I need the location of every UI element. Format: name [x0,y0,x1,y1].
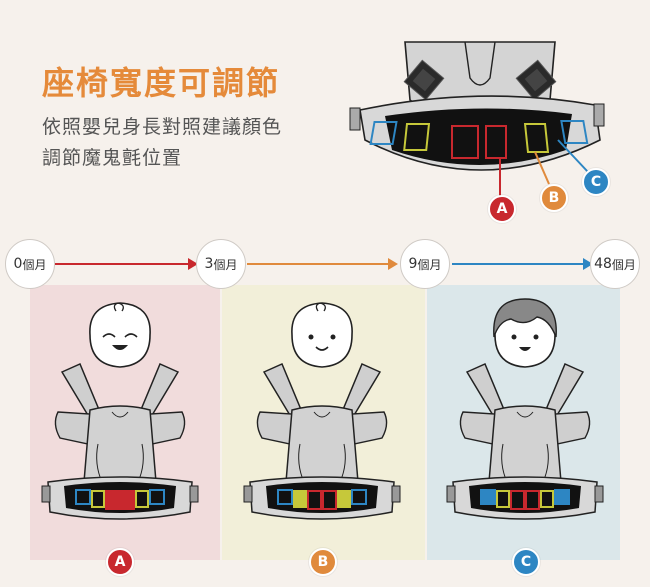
badge-a-callout: A [488,195,516,223]
badge-b: B [309,548,337,576]
badge-c-callout: C [582,168,610,196]
carrier-icon-a [41,363,199,520]
strip-blue-left [369,121,398,145]
description-line-2: 調節魔鬼氈位置 [42,147,183,169]
page-title: 座椅寬度可調節 [42,64,281,102]
carrier-icon-c [446,363,604,520]
child-face-icon [493,298,557,368]
carrier-icon-b [243,363,401,520]
baby-face-icon [89,302,151,368]
badge-b-callout: B [540,184,568,212]
badge-a: A [106,548,134,576]
description-line-1: 依照嬰兒身長對照建議顏色 [42,116,283,138]
badge-c: C [512,548,540,576]
toddler-face-icon [291,302,353,368]
